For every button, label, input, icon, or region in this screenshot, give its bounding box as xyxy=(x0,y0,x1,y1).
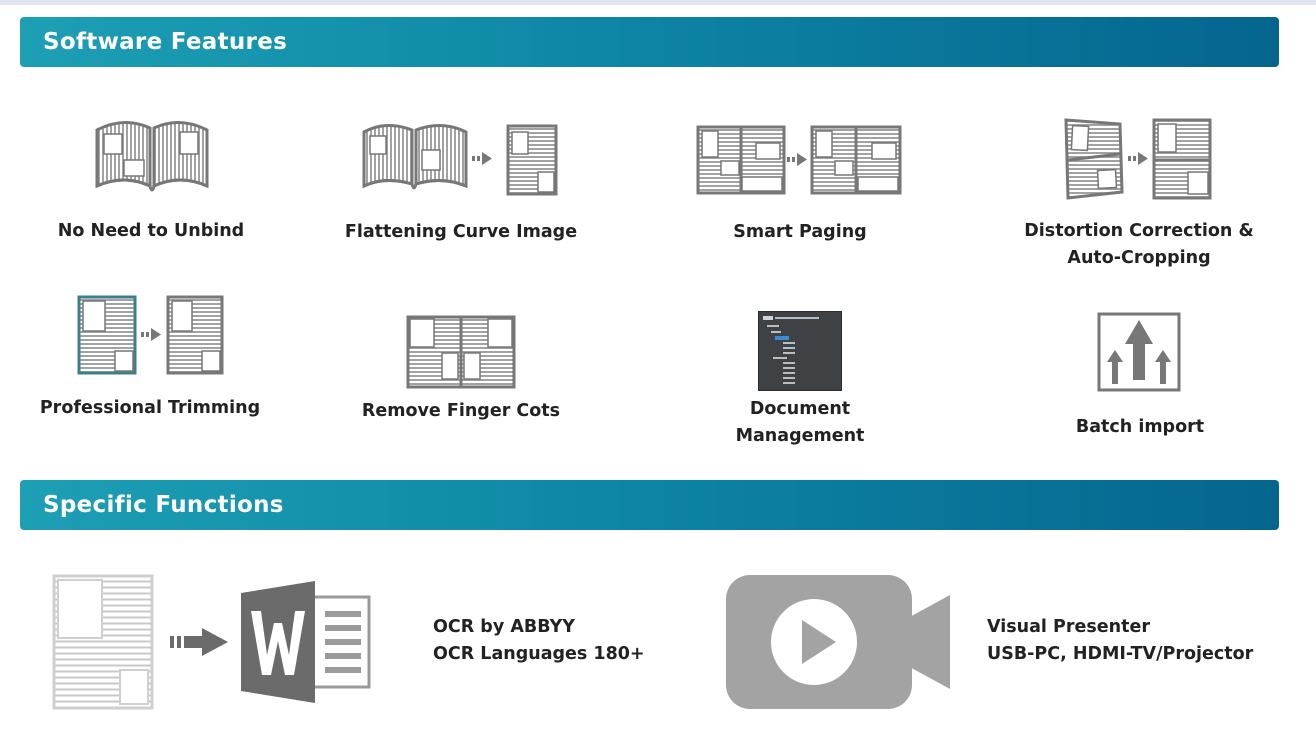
ocr-line2: OCR Languages 180+ xyxy=(433,644,645,664)
visual-line2: USB-PC, HDMI-TV/Projector xyxy=(987,644,1254,664)
top-divider xyxy=(0,0,1316,5)
smart-paging-icon xyxy=(696,125,902,195)
open-book-icon xyxy=(95,121,209,192)
video-camera-icon xyxy=(726,575,950,709)
visual-presenter-text: Visual Presenter USB-PC, HDMI-TV/Project… xyxy=(987,614,1253,668)
batch-import-icon xyxy=(1097,312,1181,392)
finger-cots-icon xyxy=(406,315,516,389)
feature-label-docmgmt-line1: Document xyxy=(749,399,851,419)
feature-label-distortion-line1: Distortion Correction & xyxy=(1024,221,1254,241)
arrow-right-icon xyxy=(170,628,228,656)
trimming-icon xyxy=(77,295,224,375)
specific-functions-title: Specific Functions xyxy=(43,492,284,518)
word-icon xyxy=(241,581,371,703)
software-features-title: Software Features xyxy=(43,29,288,55)
feature-label-docmgmt-line2: Management xyxy=(735,426,865,446)
ocr-line1: OCR by ABBYY xyxy=(433,617,575,637)
feature-label-flatten: Flattening Curve Image xyxy=(344,222,578,242)
software-features-banner: Software Features xyxy=(20,17,1279,67)
specific-functions-banner: Specific Functions xyxy=(20,480,1279,530)
feature-label-unbind: No Need to Unbind xyxy=(57,221,245,241)
feature-label-paging: Smart Paging xyxy=(733,222,867,242)
feature-label-docmgmt: Document Management xyxy=(700,396,900,450)
distortion-correction-icon xyxy=(1064,118,1212,200)
feature-label-batch: Batch import xyxy=(1075,417,1205,437)
visual-line1: Visual Presenter xyxy=(987,617,1150,637)
feature-label-distortion-line2: Auto-Cropping xyxy=(1067,248,1211,268)
feature-label-distortion: Distortion Correction & Auto-Cropping xyxy=(1010,218,1268,272)
document-management-icon xyxy=(759,312,841,390)
feature-label-finger: Remove Finger Cots xyxy=(361,401,561,421)
ocr-text: OCR by ABBYY OCR Languages 180+ xyxy=(433,614,645,668)
feature-label-trimming: Professional Trimming xyxy=(39,398,261,418)
flatten-curve-icon xyxy=(362,124,558,196)
ocr-document-icon xyxy=(52,574,154,710)
